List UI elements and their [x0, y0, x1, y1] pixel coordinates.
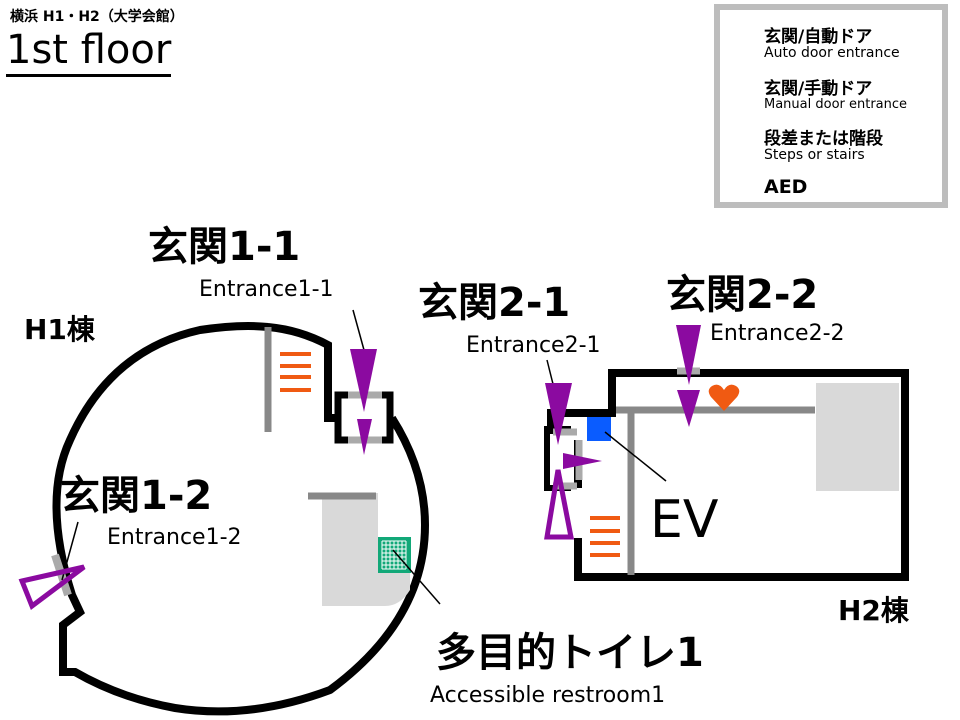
legend-manual-door-jp: 玄関/手動ドア — [764, 79, 873, 99]
entrance-1-2-manual-door-icon — [18, 564, 86, 610]
legend-manual-door-en: Manual door entrance — [764, 97, 908, 112]
entrance-2-1-label-jp: 玄関2-1 — [418, 280, 571, 326]
entrance-1-1-auto-door-icon — [350, 349, 377, 412]
restroom-label-jp: 多目的トイレ1 — [436, 630, 704, 676]
entrance-1-2-label-en: Entrance1-2 — [107, 525, 242, 550]
building-subtitle: 横浜 H1・H2（大学会館） — [10, 9, 184, 25]
entrance-1-2-label-jp: 玄関1-2 — [60, 473, 213, 519]
entrance-2-1-auto-door-icon — [545, 383, 572, 445]
entrance-1-1-auto-door-icon-inner — [357, 419, 372, 455]
entrance-1-1-label-jp: 玄関1-1 — [148, 224, 301, 270]
floor-title: 1st floor — [6, 26, 172, 77]
h2-stairs-icon — [590, 516, 620, 557]
h1-room — [322, 493, 410, 606]
restroom-label-en: Accessible restroom1 — [430, 683, 666, 708]
elevator-icon — [587, 417, 611, 441]
legend-auto-door-jp: 玄関/自動ドア — [764, 27, 873, 47]
entrance-2-2-label-jp: 玄関2-2 — [666, 272, 819, 318]
entrance-2-1-side-auto-door-icon — [563, 453, 602, 469]
entrance-1-1-label-en: Entrance1-1 — [199, 277, 334, 302]
restroom-icon — [378, 537, 411, 573]
entrance-2-2-inner-auto-door-icon — [677, 390, 700, 427]
entrance-1-1-leader-line — [352, 309, 365, 351]
entrance-2-1-label-en: Entrance2-1 — [466, 333, 601, 358]
h1-outline — [52, 322, 430, 716]
elevator-label: EV — [650, 490, 719, 550]
h2-room — [816, 383, 899, 491]
entrance-2-2-label-en: Entrance2-2 — [710, 321, 845, 346]
building-h2-label: H2棟 — [838, 594, 909, 627]
entrance-2-2-auto-door-icon — [676, 325, 701, 385]
entrance-2-1-manual-door-icon — [544, 469, 575, 540]
elevator-leader-line — [604, 431, 667, 482]
legend-aed-label: AED — [764, 176, 808, 198]
map-legend: 玄関/自動ドア Auto door entrance 玄関/手動ドア Manua… — [714, 4, 948, 208]
aed-heart-icon — [708, 384, 740, 411]
restroom-leader-line — [392, 549, 441, 605]
h1-stairs-icon — [280, 352, 311, 392]
building-h1-label: H1棟 — [24, 313, 95, 346]
legend-auto-door-en: Auto door entrance — [764, 45, 900, 61]
legend-stairs-jp: 段差または階段 — [764, 129, 883, 149]
legend-stairs-en: Steps or stairs — [764, 147, 865, 163]
